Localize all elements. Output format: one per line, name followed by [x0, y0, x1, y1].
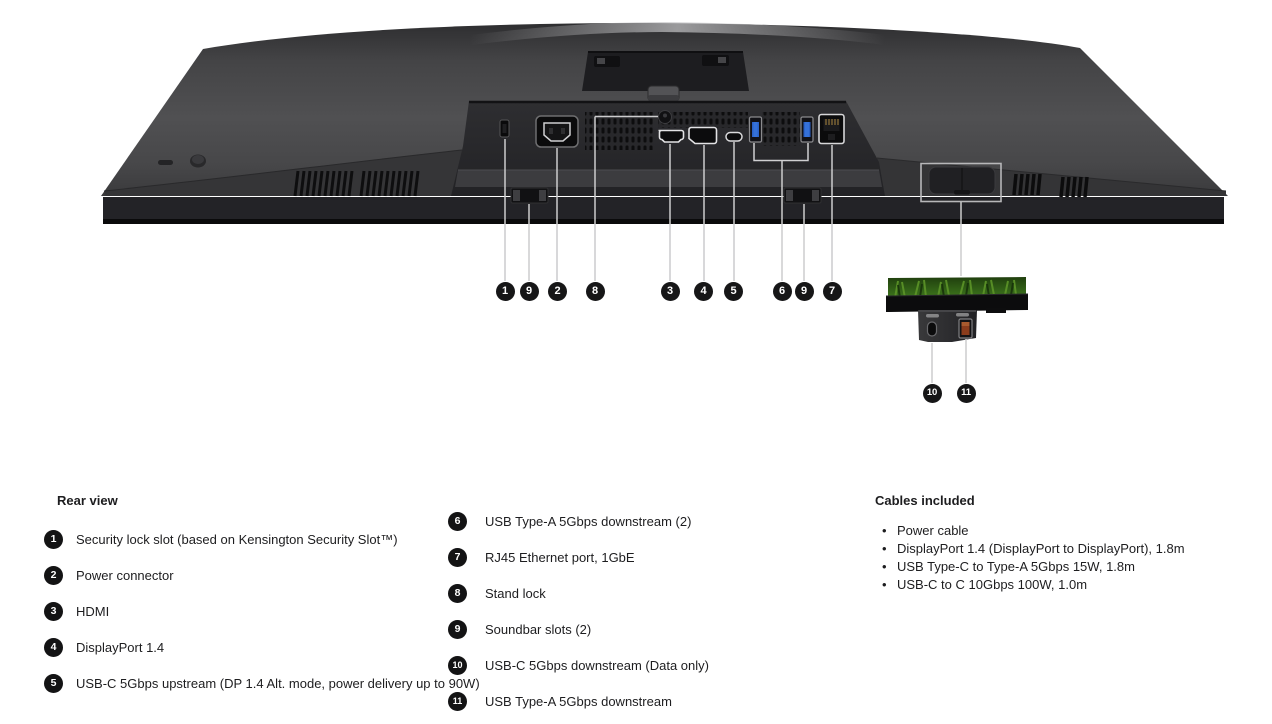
legend-item-label: RJ45 Ethernet port, 1GbE — [485, 549, 635, 565]
usb-c-downstream-port — [926, 321, 938, 337]
legend-item-label: USB Type-A 5Gbps downstream — [485, 693, 672, 709]
legend-item-number-badge: 9 — [448, 619, 467, 639]
legend-item-number-badge: 11 — [448, 691, 467, 711]
legend-item-row: 10 USB-C 5Gbps downstream (Data only) — [448, 655, 709, 675]
quick-access-door — [928, 166, 996, 195]
legend-item-label: Stand lock — [485, 585, 546, 601]
legend-item-label: Security lock slot (based on Kensington … — [76, 531, 398, 547]
cable-list-item: Power cable — [875, 522, 1185, 540]
legend-item-row: 6 USB Type-A 5Gbps downstream (2) — [448, 511, 691, 531]
legend-item-row: 8 Stand lock — [448, 583, 546, 603]
diagram-callout: 9 — [519, 281, 539, 301]
cable-item-label: USB-C to C 10Gbps 100W, 1.0m — [897, 577, 1088, 592]
cable-list-item: DisplayPort 1.4 (DisplayPort to DisplayP… — [875, 540, 1185, 558]
legend-item-row: 3 HDMI — [44, 601, 109, 621]
vesa-mount-recess — [582, 51, 749, 102]
leader-lines — [504, 115, 967, 383]
legend-item-row: 1 Security lock slot (based on Kensingto… — [44, 529, 398, 549]
cable-item-label: USB Type-C to Type-A 5Gbps 15W, 1.8m — [897, 559, 1135, 574]
legend-item-label: HDMI — [76, 603, 110, 619]
usb-a-port-1 — [748, 116, 763, 143]
diagram-callout: 4 — [694, 281, 713, 301]
diagram-callout: 5 — [724, 281, 743, 301]
usb-a-marking-icon — [956, 313, 969, 317]
diagram-callout: 7 — [822, 281, 842, 301]
stand-ports-inset — [885, 277, 1029, 342]
legend-item-row: 2 Power connector — [44, 565, 174, 585]
cables-included-list: Power cable DisplayPort 1.4 (DisplayPort… — [875, 522, 1185, 594]
diagram-callout: 10 — [922, 383, 942, 403]
inset-bezel — [886, 294, 1028, 312]
legend-item-label: USB Type-A 5Gbps downstream (2) — [485, 513, 692, 529]
monitor-bottom-strip — [103, 197, 1224, 224]
soundbar-slot-left — [510, 187, 549, 204]
stand-release-knob — [158, 154, 206, 168]
hdmi-port — [658, 129, 685, 143]
legend-item-row: 7 RJ45 Ethernet port, 1GbE — [448, 547, 635, 567]
legend-item-number-badge: 1 — [44, 529, 63, 549]
legend-item-label: USB-C 5Gbps downstream (Data only) — [485, 657, 709, 673]
legend-item-number-badge: 6 — [448, 511, 467, 531]
diagram-callout: 6 — [772, 281, 792, 301]
security-lock-slot — [499, 119, 510, 138]
cable-item-label: DisplayPort 1.4 (DisplayPort to DisplayP… — [897, 541, 1185, 556]
cable-list-item: USB Type-C to Type-A 5Gbps 15W, 1.8m — [875, 558, 1185, 576]
legend-item-row: 5 USB-C 5Gbps upstream (DP 1.4 Alt. mode… — [44, 673, 480, 693]
recess-vent-grille — [585, 112, 800, 150]
legend-item-row: 9 Soundbar slots (2) — [448, 619, 591, 639]
legend-item-label: Power connector — [76, 567, 174, 583]
legend-item-number-badge: 4 — [44, 637, 63, 657]
left-vent-grille — [293, 170, 420, 197]
displayport-port — [688, 126, 718, 145]
quick-access-highlight-box — [920, 162, 1002, 203]
right-vent-grille — [1012, 173, 1089, 198]
diagram-callout: 9 — [794, 281, 814, 301]
legend-item-number-badge: 2 — [44, 565, 63, 585]
usb-a-pair-bracket — [753, 143, 809, 162]
usb-a-downstream-port — [958, 318, 973, 339]
legend-item-label: DisplayPort 1.4 — [76, 639, 165, 655]
cable-item-label: Power cable — [897, 523, 969, 538]
monitor-rear-diagram — [101, 21, 1228, 383]
diagram-callout: 8 — [585, 281, 605, 301]
rear-view-title: Rear view — [57, 493, 118, 508]
power-connector-port — [535, 115, 579, 148]
usb-c-upstream-port — [725, 131, 743, 142]
rj45-ethernet-port — [818, 113, 845, 145]
soundbar-slot-right — [783, 187, 822, 204]
legend-item-number-badge: 7 — [448, 547, 467, 567]
legend-item-row: 4 DisplayPort 1.4 — [44, 637, 164, 657]
legend-item-number-badge: 8 — [448, 583, 467, 603]
cable-list-item: USB-C to C 10Gbps 100W, 1.0m — [875, 576, 1185, 594]
legend-item-row: 11 USB Type-A 5Gbps downstream — [448, 691, 672, 711]
usb-c-marking-icon — [926, 314, 939, 318]
diagram-callout: 11 — [956, 383, 976, 403]
usb-a-port-2 — [800, 116, 814, 143]
diagram-callout: 2 — [548, 281, 567, 301]
stand-lock-screw — [658, 110, 672, 124]
legend-item-number-badge: 3 — [44, 601, 63, 621]
legend-item-number-badge: 5 — [44, 673, 63, 693]
legend-item-label: Soundbar slots (2) — [485, 621, 592, 637]
legend-item-label: USB-C 5Gbps upstream (DP 1.4 Alt. mode, … — [76, 675, 480, 691]
legend-item-number-badge: 10 — [448, 655, 467, 675]
diagram-callout: 1 — [495, 281, 515, 301]
diagram-callout: 3 — [660, 281, 680, 301]
cables-included-title: Cables included — [875, 493, 975, 508]
